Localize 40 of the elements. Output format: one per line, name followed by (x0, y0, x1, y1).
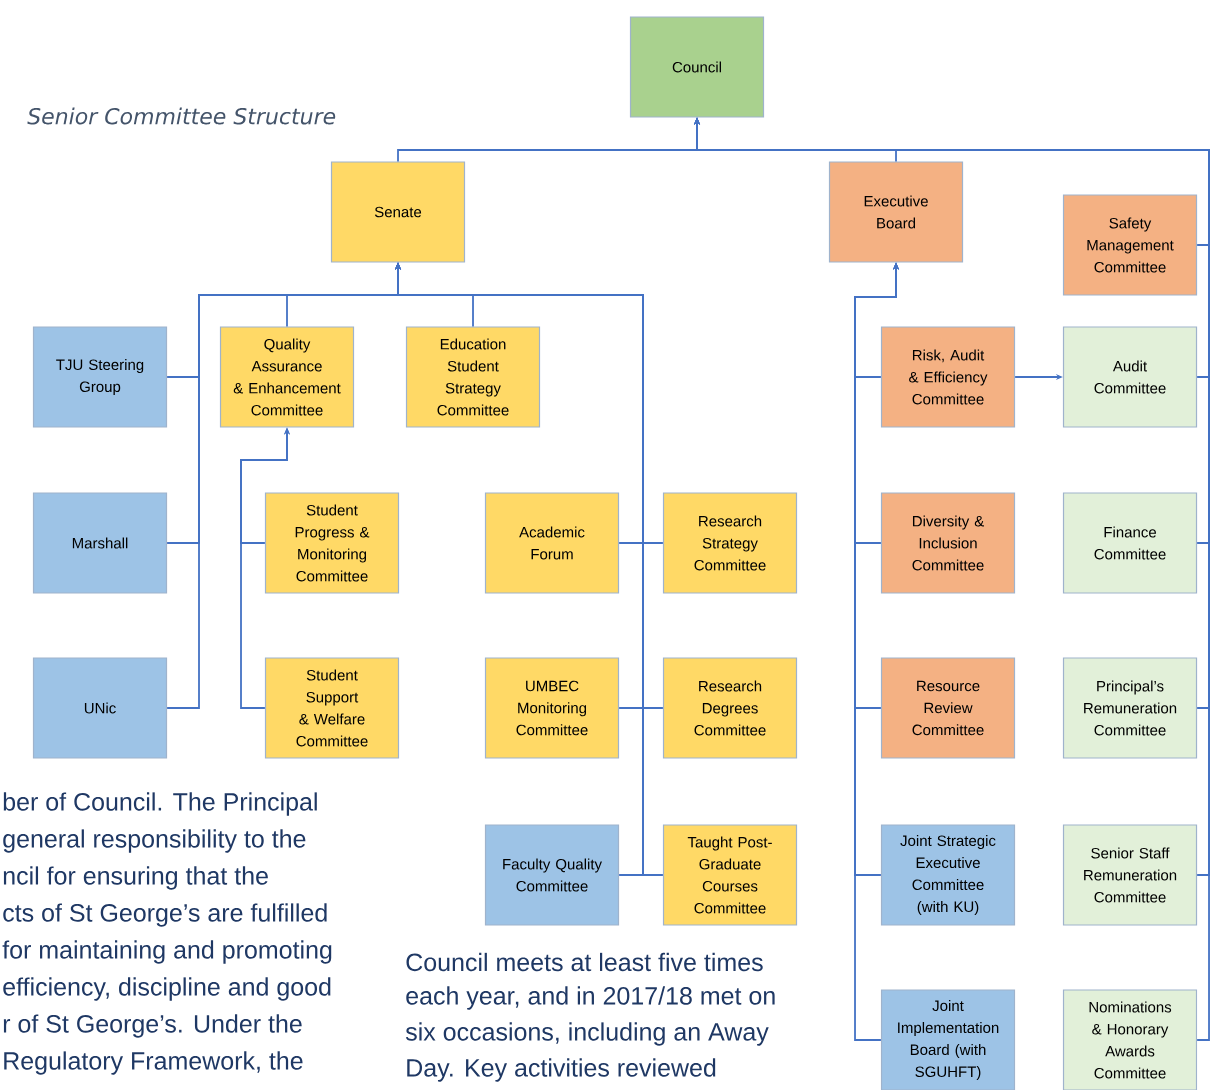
body-text: Day. Key activities reviewed (407, 1058, 716, 1082)
committee-box: Resource Review Committee (880, 657, 1016, 759)
committee-box: Faculty Quality Committee (484, 824, 620, 926)
committee-box: Student Support & Welfare Committee (264, 657, 400, 759)
committee-box: Risk, Audit & Efficiency Committee (880, 326, 1016, 428)
body-text: ncil for ensuring that the (3, 866, 268, 890)
body-text: ber of Council. The Principal (3, 792, 317, 816)
committee-box: Marshall (32, 492, 168, 594)
committee-box: TJU Steering Group (32, 326, 168, 428)
committee-box: Senate (330, 161, 466, 263)
committee-box: Research Strategy Committee (662, 492, 798, 594)
body-text: r of St George’s. Under the (3, 1014, 302, 1038)
title: Senior Committee Structure (27, 107, 336, 125)
body-text: general responsibility to the (3, 829, 306, 853)
committee-box: Education Student Strategy Committee (405, 326, 541, 428)
committee-box: Joint Implementation Board (with SGUHFT) (880, 989, 1016, 1090)
committee-box: Council (629, 16, 765, 118)
body-text: efficiency, discipline and good (3, 977, 331, 1001)
committee-box: Audit Committee (1062, 326, 1198, 428)
committee-box: UMBEC Monitoring Committee (484, 657, 620, 759)
committee-box: Taught Post-Graduate Courses Committee (662, 824, 798, 926)
committee-box: Quality Assurance & Enhancement Committee (219, 326, 355, 428)
committee-box: Academic Forum (484, 492, 620, 594)
committee-box: Safety Management Committee (1062, 194, 1198, 296)
committee-box: Joint Strategic Executive Committee (with KU) (880, 824, 1016, 926)
body-text: Regulatory Framework, the (4, 1051, 303, 1075)
committee-box: Nominations & Honorary Awards Committee (1062, 989, 1198, 1090)
body-text: Council meets at least five times (406, 952, 763, 972)
committee-box: Finance Committee (1062, 492, 1198, 594)
committee-box: Diversity & Inclusion Committee (880, 492, 1016, 594)
committee-box: Principal’s Remuneration Committee (1062, 657, 1198, 759)
body-text: each year, and in 2017/18 met on (406, 986, 775, 1010)
committee-box: Executive Board (828, 161, 964, 263)
committee-box: Research Degrees Committee (662, 657, 798, 759)
committee-box: Student Progress & Monitoring Committee (264, 492, 400, 594)
committee-box: Senior Staff Remuneration Committee (1062, 824, 1198, 926)
committee-box: UNic (32, 657, 168, 759)
body-text: six occasions, including an Away (405, 1022, 769, 1046)
body-text: cts of St George’s are fulfilled (3, 903, 327, 927)
body-text: for maintaining and promoting (2, 940, 332, 964)
